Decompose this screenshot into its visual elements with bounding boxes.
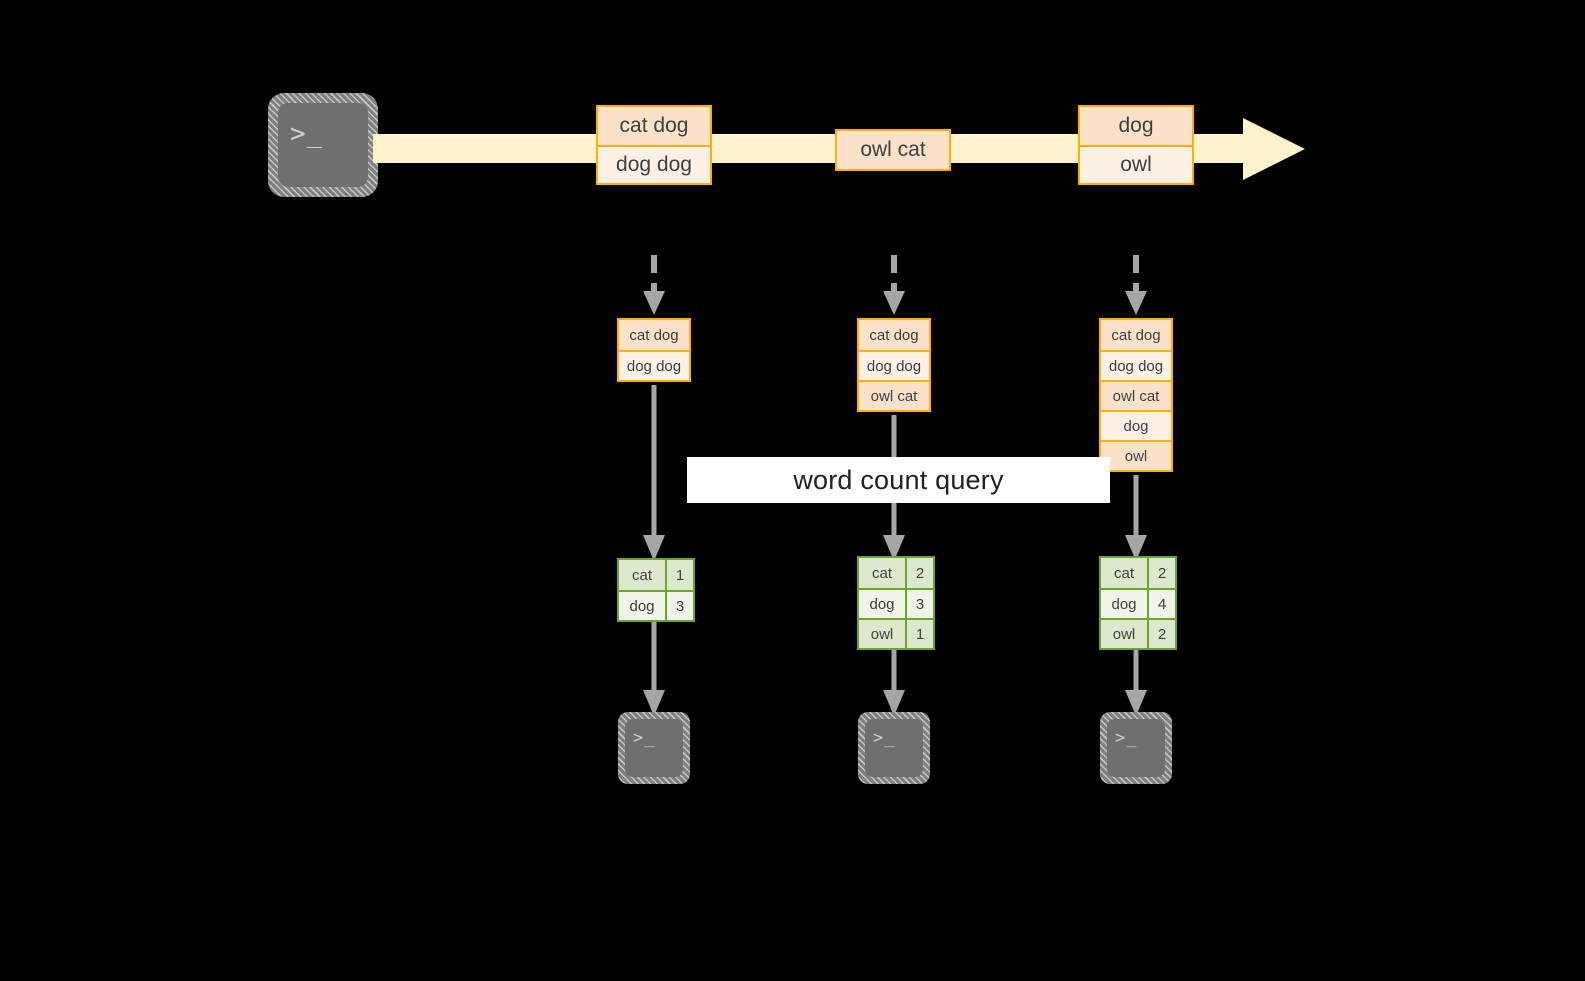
buffer-record: cat dog: [1101, 320, 1171, 350]
result-word: cat: [859, 558, 905, 588]
result-count: 3: [905, 590, 933, 618]
result-table-column-3: cat 2 dog 4 owl 2: [1099, 556, 1177, 650]
table-row: owl 2: [1101, 618, 1175, 648]
table-row: dog 3: [619, 590, 693, 620]
buffer-record: dog dog: [859, 350, 929, 380]
buffer-record: owl cat: [859, 380, 929, 410]
buffer-record: dog dog: [1101, 350, 1171, 380]
stream-record: cat dog: [598, 107, 710, 145]
result-word: owl: [859, 620, 905, 648]
query-label-band: word count query: [687, 457, 1110, 503]
table-row: owl 1: [859, 618, 933, 648]
result-count: 1: [665, 560, 693, 590]
dashed-down-arrow-icon-column-2: [880, 255, 908, 317]
terminal-prompt-glyph: >_: [633, 728, 656, 748]
stream-batch-3: dog owl: [1078, 105, 1194, 185]
terminal-prompt-glyph: >_: [1115, 728, 1138, 748]
result-count: 3: [665, 592, 693, 620]
sink-terminal-icon-column-2: >_: [858, 712, 930, 784]
table-row: cat 2: [1101, 558, 1175, 588]
result-word: dog: [859, 590, 905, 618]
result-word: owl: [1101, 620, 1147, 648]
sink-terminal-icon-column-3: >_: [1100, 712, 1172, 784]
buffer-record: cat dog: [619, 320, 689, 350]
result-word: cat: [619, 560, 665, 590]
stream-record: dog: [1080, 107, 1192, 145]
buffer-record: cat dog: [859, 320, 929, 350]
terminal-screen: [625, 719, 683, 777]
result-to-sink-arrow-column-1: [640, 620, 668, 718]
source-terminal-icon: >_: [268, 93, 378, 197]
query-label-text: word count query: [793, 464, 1004, 495]
dashed-down-arrow-icon-column-1: [640, 255, 668, 317]
buffer-to-result-arrow-column-3: [1122, 475, 1150, 563]
sink-terminal-icon-column-1: >_: [618, 712, 690, 784]
result-count: 2: [1147, 558, 1175, 588]
result-to-sink-arrow-column-2: [880, 650, 908, 718]
buffer-stack-column-3: cat dog dog dog owl cat dog owl: [1099, 318, 1173, 472]
result-to-sink-arrow-column-3: [1122, 650, 1150, 718]
table-row: dog 4: [1101, 588, 1175, 618]
table-row: dog 3: [859, 588, 933, 618]
result-word: cat: [1101, 558, 1147, 588]
terminal-screen: [1107, 719, 1165, 777]
buffer-record: dog: [1101, 410, 1171, 440]
buffer-stack-column-2: cat dog dog dog owl cat: [857, 318, 931, 412]
table-row: cat 1: [619, 560, 693, 590]
terminal-screen: [278, 103, 368, 187]
result-table-column-1: cat 1 dog 3: [617, 558, 695, 622]
dashed-down-arrow-icon-column-3: [1122, 255, 1150, 317]
stream-record: owl: [1080, 145, 1192, 183]
result-word: dog: [619, 592, 665, 620]
buffer-to-result-arrow-column-1: [640, 385, 668, 563]
terminal-prompt-glyph: >_: [290, 119, 324, 149]
result-table-column-2: cat 2 dog 3 owl 1: [857, 556, 935, 650]
stream-batch-2: owl cat: [835, 129, 951, 171]
buffer-stack-column-1: cat dog dog dog: [617, 318, 691, 382]
stream-batch-1: cat dog dog dog: [596, 105, 712, 185]
terminal-screen: [865, 719, 923, 777]
buffer-record: dog dog: [619, 350, 689, 380]
result-word: dog: [1101, 590, 1147, 618]
result-count: 2: [1147, 620, 1175, 648]
result-count: 1: [905, 620, 933, 648]
result-count: 4: [1147, 590, 1175, 618]
buffer-record: owl cat: [1101, 380, 1171, 410]
result-count: 2: [905, 558, 933, 588]
stream-record: owl cat: [837, 131, 949, 169]
buffer-record: owl: [1101, 440, 1171, 470]
stream-record: dog dog: [598, 145, 710, 183]
terminal-prompt-glyph: >_: [873, 728, 896, 748]
table-row: cat 2: [859, 558, 933, 588]
